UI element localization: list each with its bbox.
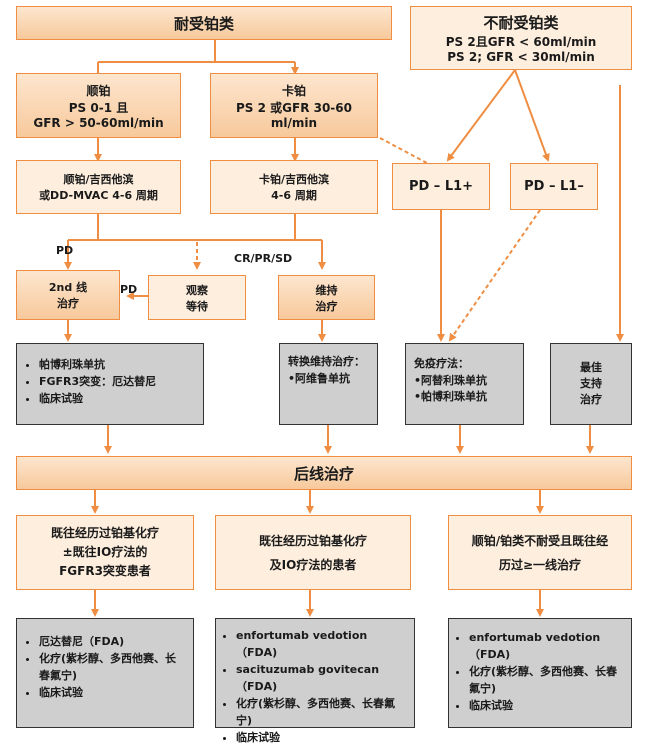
bsc-3: 治疗 — [580, 392, 602, 406]
switch-maintenance-title: 转换维持治疗： — [288, 355, 365, 368]
second-line-2: 治疗 — [57, 297, 79, 310]
observe-box: 观察 等待 — [148, 275, 246, 320]
second-line-options: 帕博利珠单抗 FGFR3突变：厄达替尼 临床试验 — [16, 343, 204, 425]
immunotherapy-item-1: •阿替利珠单抗 — [414, 373, 488, 387]
option-item: FGFR3突变：厄达替尼 — [39, 373, 156, 390]
pd-l1-positive-label: PD – L1+ — [408, 179, 474, 194]
ineligible-criteria-1: PS 2且GFR < 60ml/min — [445, 35, 597, 49]
cisplatin-criteria-2: GFR > 50-60ml/min — [33, 115, 164, 130]
carboplatin-box: 卡铂 PS 2 或GFR 30-60 ml/min — [210, 73, 378, 138]
pd-l1-negative-box: PD – L1– — [510, 163, 598, 210]
later-line-title: 后线治疗 — [293, 464, 354, 483]
treatment-list-2: enfortumab vedotion（FDA) sacituzumab gov… — [215, 618, 415, 744]
treatment-item: 临床试验 — [469, 697, 625, 714]
second-line-1: 2nd 线 — [48, 281, 88, 294]
cisplatin-box: 顺铂 PS 0-1 且 GFR > 50-60ml/min — [16, 73, 181, 138]
group2-line-2: 及IO疗法的患者 — [269, 557, 357, 572]
pd-l1-negative-label: PD – L1– — [524, 179, 584, 194]
platinum-ineligible-box: 不耐受铂类 PS 2且GFR < 60ml/min PS 2; GFR < 30… — [410, 6, 632, 70]
maintenance-2: 治疗 — [315, 299, 338, 313]
platinum-eligible-header: 耐受铂类 — [16, 6, 392, 40]
treatment-list-3: enfortumab vedotion（FDA) 化疗(紫杉醇、多西他赛、长春氟… — [448, 618, 632, 728]
patient-group-2: 既往经历过铂基化疗 及IO疗法的患者 — [215, 515, 411, 590]
group1-line-2: ±既往IO疗法的 — [62, 544, 148, 559]
arrow — [514, 69, 550, 162]
switch-maintenance-item: •阿维鲁单抗 — [288, 371, 351, 385]
response-label: CR/PR/SD — [234, 252, 293, 265]
bsc-1: 最佳 — [580, 361, 602, 375]
pd-l1-positive-box: PD – L1+ — [392, 163, 490, 210]
observe-1: 观察 — [186, 283, 208, 297]
platinum-ineligible-title: 不耐受铂类 — [483, 14, 559, 32]
group3-line-2: 历过≥一线治疗 — [498, 557, 582, 572]
carboplatin-criteria-2: ml/min — [270, 115, 318, 130]
patient-group-3: 顺铂/铂类不耐受且既往经 历过≥一线治疗 — [448, 515, 632, 590]
arrow — [446, 69, 516, 162]
patient-group-1: 既往经历过铂基化疗 ±既往IO疗法的 FGFR3突变患者 — [16, 515, 194, 590]
pd-label-mid: PD — [120, 283, 138, 296]
platinum-eligible-title: 耐受铂类 — [173, 14, 234, 33]
cisplatin-regimen-1: 顺铂/吉西他滨 — [63, 173, 134, 186]
carboplatin-name: 卡铂 — [281, 83, 306, 98]
carboplatin-regimen-box: 卡铂/吉西他滨 4-6 周期 — [210, 160, 378, 214]
treatment-item: enfortumab vedotion（FDA) — [469, 629, 625, 663]
arrow — [97, 40, 295, 73]
bsc-2: 支持 — [580, 377, 602, 391]
immunotherapy-item-2: •帕博利珠单抗 — [414, 390, 488, 403]
option-item: 帕博利珠单抗 — [39, 356, 156, 373]
best-supportive-care-box: 最佳 支持 治疗 — [550, 343, 632, 425]
group2-line-1: 既往经历过铂基化疗 — [258, 533, 367, 548]
later-line-header: 后线治疗 — [16, 456, 632, 490]
immunotherapy-title: 免疫疗法： — [414, 357, 469, 370]
switch-maintenance-box: 转换维持治疗： •阿维鲁单抗 — [279, 343, 378, 425]
group1-line-3: FGFR3突变患者 — [59, 564, 151, 579]
immunotherapy-box: 免疫疗法： •阿替利珠单抗 •帕博利珠单抗 — [405, 343, 524, 425]
treatment-list-1: 厄达替尼（FDA) 化疗(紫杉醇、多西他赛、长春氟宁) 临床试验 — [16, 618, 194, 728]
maintenance-1: 维持 — [315, 283, 338, 297]
cisplatin-regimen-2: 或DD-MVAC 4-6 周期 — [39, 189, 158, 202]
carboplatin-regimen-1: 卡铂/吉西他滨 — [258, 173, 330, 186]
second-line-box: 2nd 线 治疗 — [16, 270, 120, 320]
treatment-item: 临床试验 — [39, 684, 187, 701]
carboplatin-criteria-1: PS 2 或GFR 30-60 — [236, 100, 352, 115]
treatment-item: 厄达替尼（FDA) — [39, 633, 187, 650]
ineligible-criteria-2: PS 2; GFR < 30ml/min — [447, 50, 595, 64]
group1-line-1: 既往经历过铂基化疗 — [50, 525, 159, 540]
arrow — [68, 214, 322, 241]
treatment-item: sacituzumab govitecan（FDA) — [236, 661, 408, 695]
maintenance-box: 维持 治疗 — [278, 275, 375, 320]
cisplatin-criteria-1: PS 0-1 且 — [68, 100, 129, 115]
group3-line-1: 顺铂/铂类不耐受且既往经 — [471, 533, 609, 548]
cisplatin-name: 顺铂 — [86, 83, 111, 98]
pd-label-left: PD — [56, 244, 74, 257]
treatment-item: 化疗(紫杉醇、多西他赛、长春氟宁) — [469, 663, 625, 697]
cisplatin-regimen-box: 顺铂/吉西他滨 或DD-MVAC 4-6 周期 — [16, 160, 181, 214]
carboplatin-regimen-2: 4-6 周期 — [271, 189, 317, 202]
option-item: 临床试验 — [39, 390, 156, 407]
treatment-item: 化疗(紫杉醇、多西他赛、长春氟宁) — [39, 650, 187, 684]
arrow — [448, 209, 541, 342]
observe-2: 等待 — [186, 299, 208, 313]
treatment-item: 化疗(紫杉醇、多西他赛、长春氟宁) — [236, 695, 408, 729]
treatment-item: enfortumab vedotion（FDA) — [236, 627, 408, 661]
